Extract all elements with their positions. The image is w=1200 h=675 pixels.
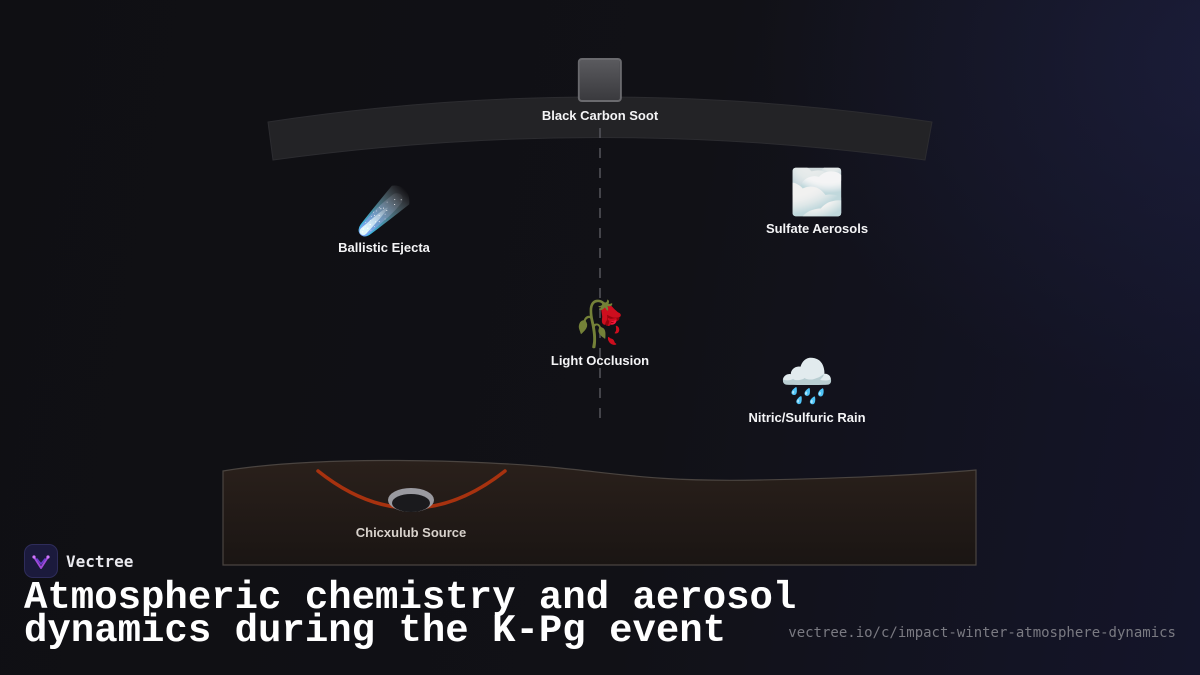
black-square-icon	[577, 58, 622, 102]
page-title: Atmospheric chemistry and aerosol dynami…	[24, 576, 797, 653]
node-sulfate-aerosols: 🌫️ Sulfate Aerosols	[766, 167, 868, 236]
rain-cloud-icon: 🌧️	[779, 357, 835, 406]
node-label: Chicxulub Source	[355, 525, 467, 540]
node-black-carbon-soot: Black Carbon Soot	[542, 54, 658, 123]
brand-name: Vectree	[66, 551, 134, 571]
fog-icon: 🌫️	[789, 168, 845, 217]
node-label: Black Carbon Soot	[541, 108, 659, 123]
vectree-logo-icon	[24, 544, 58, 578]
node-label: Nitric/Sulfuric Rain	[748, 410, 866, 425]
crater-icon	[388, 488, 434, 512]
ground-layer	[222, 459, 977, 566]
wilted-flower-icon: 🥀	[572, 300, 628, 349]
comet-icon: ☄️	[356, 187, 412, 236]
node-ballistic-ejecta: ☄️ Ballistic Ejecta	[338, 186, 430, 255]
node-label: Light Occlusion	[550, 353, 650, 368]
node-label: Ballistic Ejecta	[338, 240, 430, 255]
node-nitric-sulfuric-rain: 🌧️ Nitric/Sulfuric Rain	[748, 356, 865, 425]
brand[interactable]: Vectree	[24, 544, 133, 578]
node-label: Sulfate Aerosols	[765, 221, 869, 236]
source-url[interactable]: vectree.io/c/impact-winter-atmosphere-dy…	[788, 625, 1176, 641]
node-chicxulub-source: Chicxulub Source	[356, 523, 467, 540]
node-light-occlusion: 🥀 Light Occlusion	[551, 299, 649, 368]
